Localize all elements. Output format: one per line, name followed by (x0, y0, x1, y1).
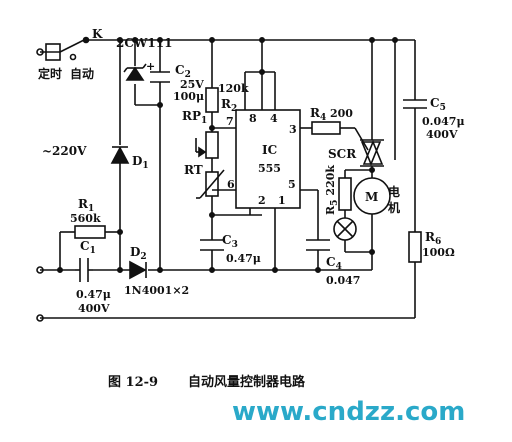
label-diode-model: 1N4001×2 (124, 284, 189, 297)
watermark-text: www.cndzz.com (232, 397, 465, 427)
label-motor-cn2: 机 (388, 200, 400, 215)
label-c4-value: 0.047 (326, 274, 360, 287)
label-rp1-name: RP1 (182, 109, 207, 126)
resistor-r4 (311, 121, 341, 135)
label-pin8: 8 (249, 112, 257, 125)
diode-d2 (129, 260, 147, 280)
caption-figure: 图 12-9 (108, 375, 158, 390)
capacitor-c2: + (146, 60, 170, 83)
label-c4-name: C4 (326, 255, 342, 272)
label-r4-name: R4 (310, 106, 326, 123)
label-c2-value: 100μ (173, 90, 204, 103)
resistor-r1 (74, 225, 106, 239)
motor: M (353, 177, 391, 215)
zener-diode (123, 63, 147, 81)
label-pin7: 7 (226, 115, 234, 128)
triac-scr (360, 139, 384, 167)
label-pin5: 5 (288, 178, 296, 191)
label-d2-name: D2 (130, 245, 147, 262)
label-ic-name: IC (262, 143, 277, 157)
thermistor-rt (196, 169, 225, 199)
potentiometer-rp1 (198, 131, 219, 159)
label-d1-name: D1 (132, 154, 149, 171)
label-r2-value: 120k (218, 82, 249, 95)
label-timer: 定时 (38, 66, 62, 81)
ic-555 (235, 109, 301, 209)
label-c1-voltage: 400V (78, 302, 110, 315)
capacitor-c3 (200, 239, 224, 251)
label-c5-voltage: 400V (426, 128, 458, 141)
label-auto: 自动 (70, 66, 94, 81)
label-c5-name: C5 (430, 96, 446, 113)
label-zener: 2CW111 (116, 36, 172, 50)
indicator-lamp (333, 217, 357, 241)
label-c3-value: 0.47μ (226, 252, 261, 265)
label-r1-value: 560k (70, 212, 101, 225)
label-pin1: 1 (278, 194, 286, 207)
capacitor-c4 (306, 239, 330, 251)
label-c1-name: C1 (80, 239, 96, 256)
label-r6-value: 100Ω (422, 246, 455, 259)
label-c5-value: 0.047μ (422, 115, 465, 128)
label-r5: R5220k (324, 165, 340, 215)
label-motor-cn1: 电 (388, 184, 400, 199)
wires (40, 39, 416, 319)
caption-title: 自动风量控制器电路 (188, 374, 306, 390)
label-ic-model: 555 (258, 162, 281, 175)
label-r2-name: R2 (221, 97, 237, 114)
svg-text:+: + (146, 60, 155, 73)
label-k: K (92, 27, 103, 41)
capacitor-c5 (403, 99, 427, 118)
label-c3-name: C3 (222, 233, 238, 250)
resistor-r6 (408, 231, 422, 263)
switch-k (36, 36, 90, 61)
junctions (56, 36, 398, 273)
label-pin3: 3 (289, 123, 297, 136)
resistor-r2 (205, 87, 219, 113)
label-pin2: 2 (258, 194, 266, 207)
label-r6-name: R6 (425, 230, 441, 247)
motor-symbol: M (365, 190, 378, 204)
label-pin6: 6 (227, 178, 235, 191)
label-c2-voltage: 25V (180, 78, 204, 91)
label-rt-name: RT (184, 163, 203, 177)
terminal-ac-left (36, 266, 44, 274)
label-r1-name: R1 (78, 197, 94, 214)
resistor-r5 (338, 177, 352, 211)
terminal-ac-bottom (36, 314, 44, 322)
diode-d1 (110, 146, 130, 164)
capacitor-c1 (75, 258, 93, 282)
label-pin4: 4 (270, 112, 278, 125)
label-scr: SCR (328, 147, 357, 161)
label-r4-value: 200 (330, 107, 353, 120)
label-c2-name: C2 (175, 63, 191, 80)
label-ac-voltage: ~220V (42, 144, 87, 158)
label-c1-value: 0.47μ (76, 288, 111, 301)
